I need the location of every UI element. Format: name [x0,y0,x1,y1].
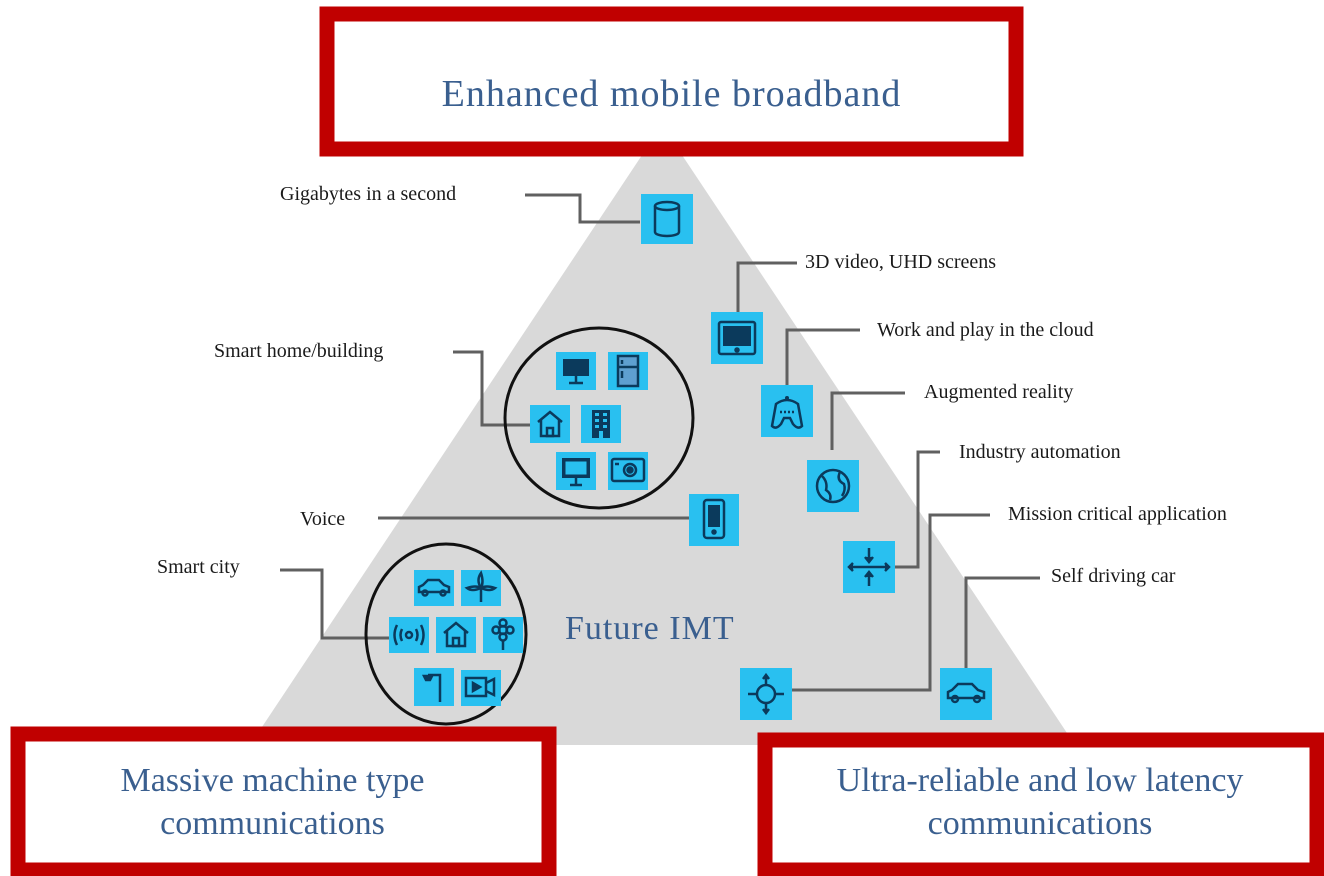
car-icon [414,570,454,606]
bottom-left-box-line2: communications [160,804,385,842]
camera-icon [461,670,501,706]
monitor-icon [556,352,596,390]
connector-video [736,261,797,312]
top-box-frame [319,6,1024,157]
house-icon [530,405,570,443]
label-voice: Voice [300,508,346,530]
streetlight-icon [414,668,454,706]
globe-icon [807,460,859,512]
connector-ar [830,391,905,450]
wind-turbine-icon [461,570,501,606]
connector-lines [280,193,1040,692]
bottom-right-box-line1: Ultra-reliable and low latency [836,762,1244,799]
connector-smart-city [280,568,395,640]
tablet-screen-icon [711,312,763,364]
label-ar: Augmented reality [924,381,1074,403]
crosshair-icon [740,668,792,720]
bottom-right-box-title: Ultra-reliable and low latency communica… [775,760,1305,845]
bottom-left-box-frame [10,726,557,876]
label-mission: Mission critical application [1008,503,1227,525]
top-box-title: Enhanced mobile broadband [441,73,902,115]
building-icon [581,405,621,443]
signal-icon [389,617,429,653]
label-industry: Industry automation [959,441,1121,463]
bottom-right-box-line2: communications [927,804,1153,842]
connector-self-driving [964,576,1040,668]
connector-cloud [785,328,860,385]
center-label: Future IMT [565,610,735,647]
tv-icon [556,452,596,490]
connector-mission [792,513,990,692]
gamepad-icon [761,385,813,437]
bottom-left-box-line1: Massive machine type [120,762,425,799]
smart-city-circle [364,542,528,726]
database-cylinder-icon [641,194,693,244]
washer-icon [608,452,648,490]
connector-industry [895,450,940,569]
label-video: 3D video, UHD screens [805,251,997,273]
label-self-driving: Self driving car [1051,565,1176,587]
bottom-right-box-frame [757,732,1324,876]
smart-home-circle [503,326,695,510]
connector-gigabytes [525,193,640,224]
bottom-left-box-title: Massive machine type communications [40,760,505,845]
house-icon [436,617,476,653]
label-cloud: Work and play in the cloud [877,319,1094,341]
label-smart-city: Smart city [157,556,240,578]
arrows-converge-icon [843,541,895,593]
fridge-icon [608,352,648,390]
label-smart-home: Smart home/building [214,340,384,362]
sensor-icon [483,617,523,653]
car-icon [940,668,992,720]
smartphone-icon [689,494,739,546]
label-gigabytes: Gigabytes in a second [280,183,457,205]
